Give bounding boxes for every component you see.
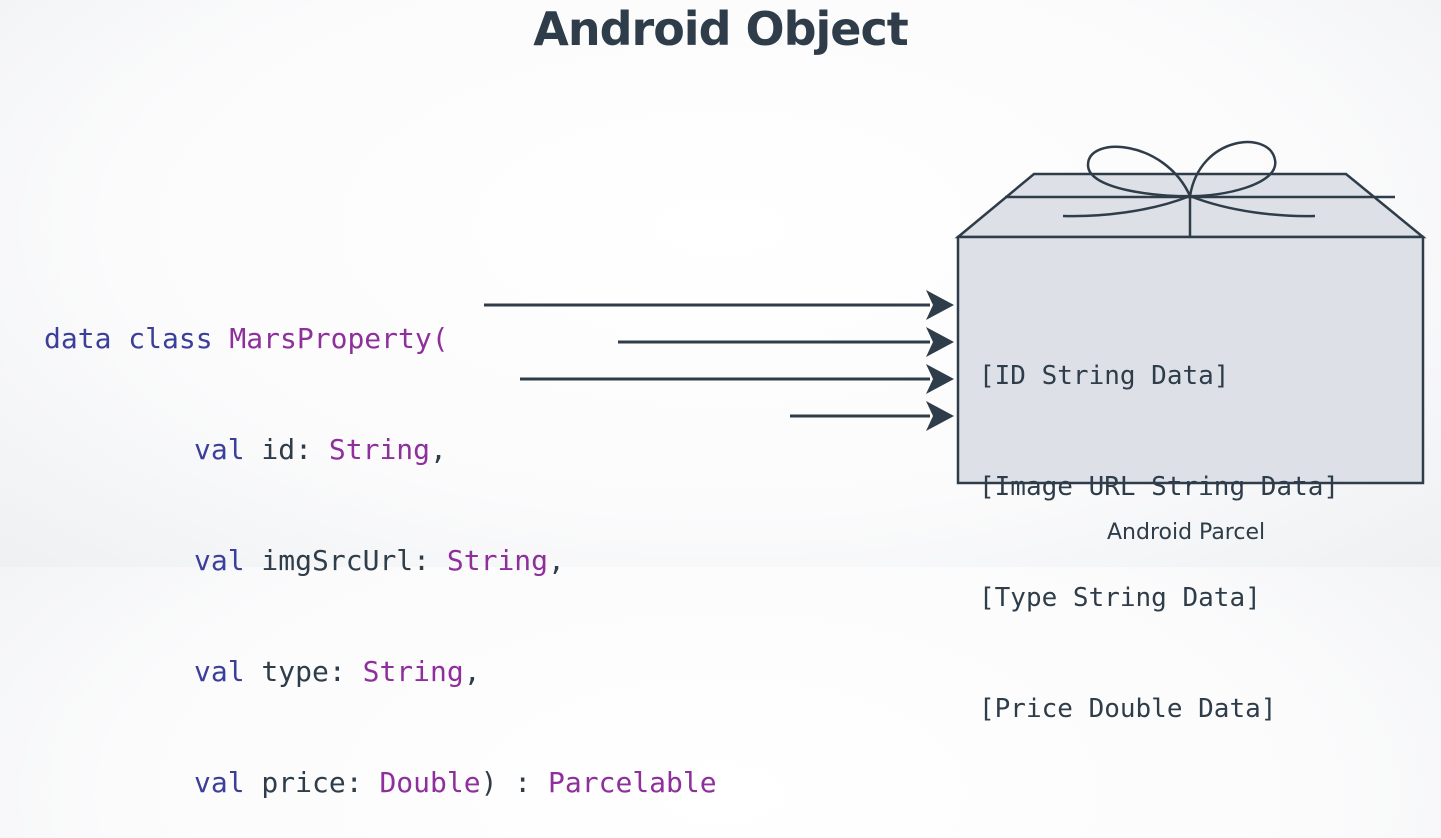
parcel-line-price: [Price Double Data]: [979, 694, 1277, 724]
ribbon-tail-right: [1189, 194, 1316, 218]
arrow-img-src-url: [618, 327, 954, 357]
code-punct: ) :: [480, 766, 549, 799]
code-type: String: [446, 544, 549, 577]
code-line-field: val type: String,: [44, 653, 717, 690]
parcel-line-type: [Type String Data]: [979, 583, 1261, 613]
code-line-field: val id: String,: [44, 431, 717, 468]
parcel-line-img-url: [Image URL String Data]: [979, 472, 1340, 502]
code-type: String: [328, 433, 431, 466]
code-punct: ,: [463, 655, 481, 688]
code-class-name: MarsProperty(: [212, 322, 449, 355]
code-keyword: val: [194, 544, 245, 577]
code-punct: ,: [548, 544, 565, 577]
arrow-price: [790, 401, 954, 431]
code-keyword: val: [194, 433, 245, 466]
parcel-box-front: [956, 235, 1425, 485]
bow-loop-right: [1188, 140, 1277, 198]
code-keyword: data class: [44, 322, 213, 355]
arrow-id: [484, 290, 954, 320]
code-field-name: price:: [244, 766, 380, 799]
parcel-caption: Android Parcel: [1107, 520, 1266, 545]
arrow-type: [520, 364, 954, 394]
code-field-name: imgSrcUrl:: [244, 544, 447, 577]
code-field-name: type:: [244, 655, 363, 688]
code-keyword: val: [194, 766, 245, 799]
code-line-field: val imgSrcUrl: String,: [44, 542, 717, 579]
code-block: data class MarsProperty( val id: String,…: [44, 246, 717, 838]
bow-loop-left: [1086, 145, 1192, 198]
code-type: String: [362, 655, 464, 688]
code-line-class: data class MarsProperty(: [44, 320, 717, 357]
code-field-name: id:: [244, 433, 329, 466]
code-line-field: val price: Double) : Parcelable: [44, 764, 717, 801]
code-keyword: val: [194, 655, 245, 688]
code-interface: Parcelable: [548, 766, 717, 799]
code-type: Double: [379, 766, 481, 799]
ribbon-tail-left: [1062, 194, 1191, 218]
parcel-line-id: [ID String Data]: [979, 361, 1230, 391]
parcel-diagram: [484, 140, 1427, 485]
code-punct: ,: [430, 433, 447, 466]
page-title: Android Object: [533, 2, 909, 56]
